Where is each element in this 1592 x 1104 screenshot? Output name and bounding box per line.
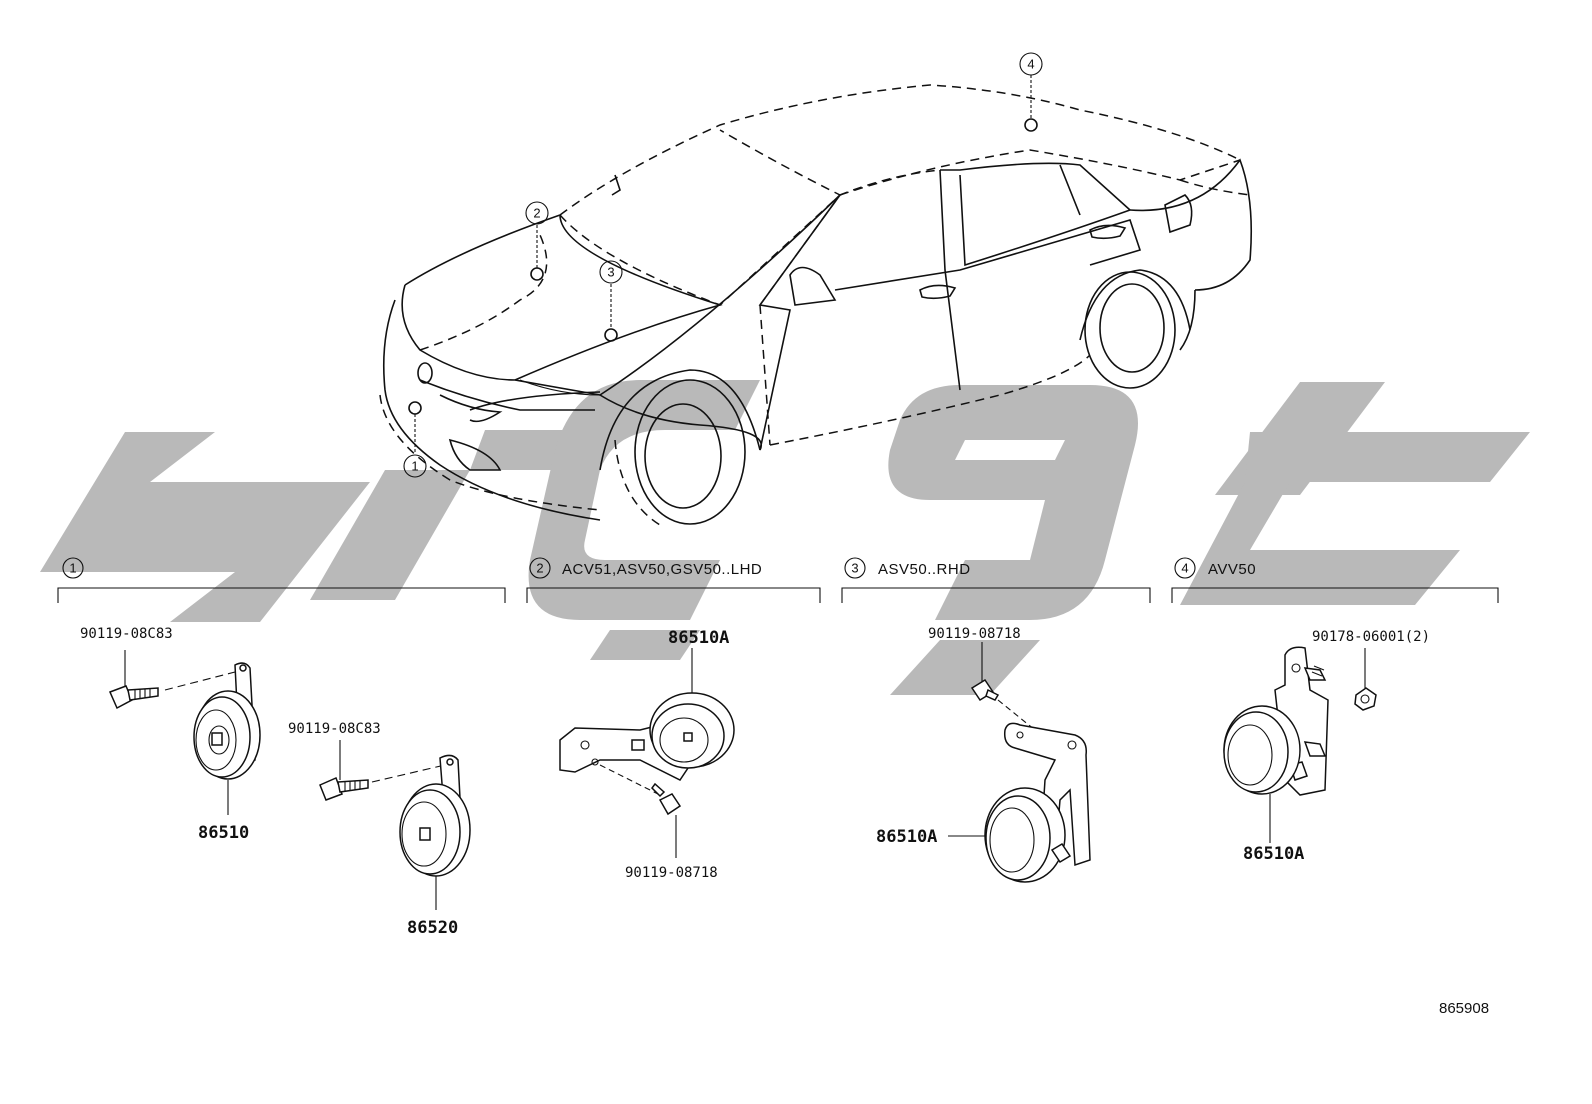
section-label: ACV51,ASV50,GSV50..LHD — [562, 561, 762, 578]
car-illustration — [379, 84, 1253, 526]
part-number-label: 90119-08C83 — [288, 721, 381, 737]
section-3-parts: 90119-08718 86510A — [876, 626, 1091, 883]
location-marker-2: 2 — [525, 201, 549, 281]
horn-86510a-rhd — [948, 642, 1091, 883]
location-number: 4 — [1027, 57, 1034, 72]
section-1-header: 1 — [57, 557, 506, 603]
horn-86510a-avv — [1223, 646, 1377, 843]
section-2-header: 2 ACV51,ASV50,GSV50..LHD — [526, 557, 821, 603]
watermark-logo — [40, 380, 1530, 695]
location-number: 3 — [607, 265, 614, 280]
section-1-parts: 90119-08C83 86510 90119-08C83 86520 — [80, 626, 471, 938]
location-marker-3: 3 — [599, 260, 623, 342]
bolt-2 — [319, 740, 446, 801]
horn-86520 — [399, 754, 471, 910]
location-callouts: 1 2 3 4 — [403, 52, 1043, 478]
section-number: 1 — [69, 561, 76, 576]
bolt-1 — [108, 650, 236, 710]
section-2-parts: 86510A 90119-08718 — [559, 628, 735, 881]
section-4-header: 4 AVV50 — [1171, 557, 1499, 603]
part-number-label: 90119-08718 — [625, 865, 718, 881]
section-label: AVV50 — [1208, 561, 1256, 578]
part-number-label: 86510A — [668, 628, 729, 648]
location-number: 2 — [533, 206, 540, 221]
location-number: 1 — [411, 459, 418, 474]
section-number: 4 — [1181, 561, 1188, 576]
part-number-label: 86510 — [198, 823, 249, 843]
part-number-label: 86520 — [407, 918, 458, 938]
part-number-label: 86510A — [1243, 844, 1304, 864]
horn-86510a-lhd — [559, 648, 735, 858]
horn-86510 — [193, 662, 261, 815]
section-label: ASV50..RHD — [878, 561, 971, 578]
section-number: 2 — [536, 561, 543, 576]
section-3-header: 3 ASV50..RHD — [841, 557, 1151, 603]
location-marker-4: 4 — [1019, 52, 1043, 132]
part-number-label: 90119-08C83 — [80, 626, 173, 642]
part-number-label: 90178-06001(2) — [1312, 629, 1430, 645]
section-4-parts: 90178-06001(2) 86510A — [1223, 629, 1430, 864]
section-number: 3 — [851, 561, 858, 576]
part-number-label: 86510A — [876, 827, 937, 847]
location-marker-1: 1 — [403, 401, 427, 478]
diagram-reference-code: 865908 — [1439, 1000, 1490, 1017]
part-number-label: 90119-08718 — [928, 626, 1021, 642]
